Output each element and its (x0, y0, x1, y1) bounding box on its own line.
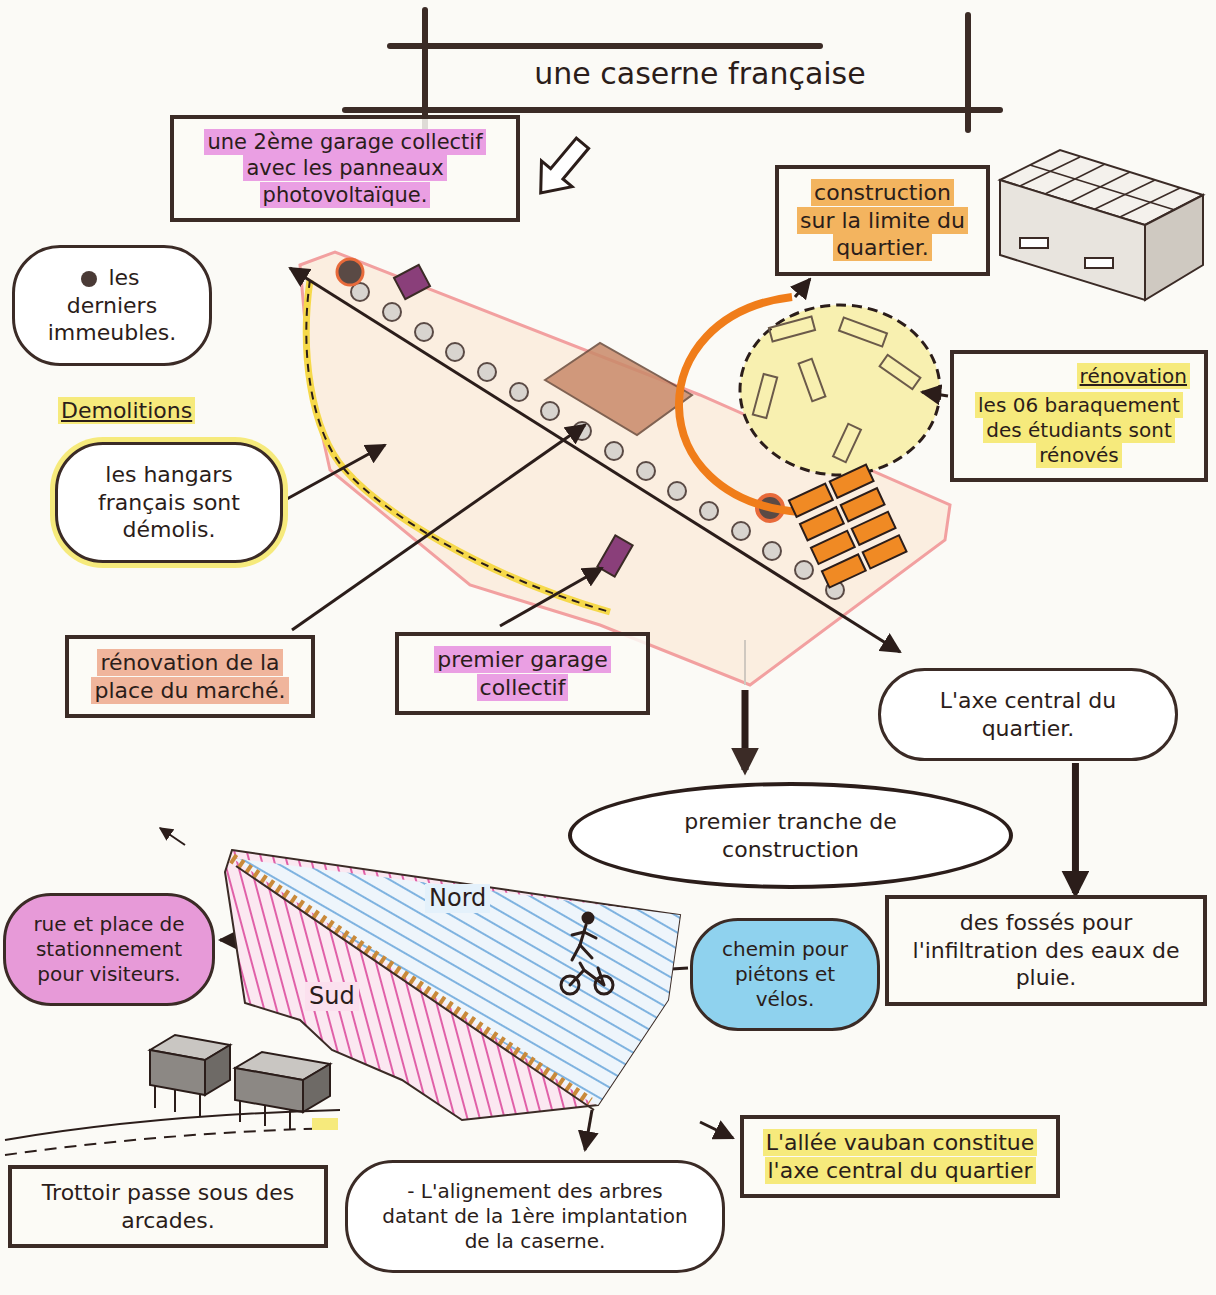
garage-note: une 2ème garage collectif avec les panne… (170, 115, 520, 222)
axis-cloud: L'axe central du quartier. (878, 668, 1178, 761)
demolition-cloud: Demolitionsles hangars français sont dém… (55, 442, 283, 563)
node-text: chemin pour piétons et vélos. (717, 937, 853, 1012)
boundary-dash (306, 280, 610, 612)
connector-arrow (1072, 763, 1079, 893)
parking-cloud: rue et place de stationnement pour visit… (3, 893, 215, 1006)
node-text: premier tranche de construction (612, 808, 969, 863)
node-text: les derniers immeubles. (39, 264, 185, 347)
tree-alignment-line (236, 866, 594, 1110)
node-text: des fossés pour l'infiltration des eaux … (903, 909, 1189, 992)
node-text: construction sur la limite du quartier. (793, 179, 972, 262)
pedestrian-bike-icon (561, 913, 613, 994)
sidewalk-patch (312, 1118, 338, 1130)
ditch-box: des fossés pour l'infiltration des eaux … (885, 895, 1207, 1006)
garage-symbol (394, 265, 430, 299)
label-text: L'axe central du quartier. (937, 687, 1119, 742)
barracks-area (740, 305, 940, 475)
barracks-symbols (753, 317, 921, 463)
label-text: des fossés pour l'infiltration des eaux … (910, 909, 1183, 991)
phase-ellipse: premier tranche de construction (568, 782, 1013, 889)
path-cloud: chemin pour piétons et vélos. (690, 918, 880, 1031)
boundary-line (306, 280, 610, 612)
node-text: les hangars français sont démolis. (82, 461, 256, 544)
orientation-label: Nord (425, 884, 490, 913)
street-north (232, 858, 680, 1105)
label-text: - L'alignement des arbres datant de la 1… (379, 1178, 691, 1254)
node-text: - L'alignement des arbres datant de la 1… (372, 1179, 698, 1254)
label-text: les 06 baraquement des étudiants sont ré… (975, 392, 1183, 468)
building-dot (81, 271, 97, 287)
garage-box: premier garage collectif (395, 632, 650, 715)
label-text: rénovation de la place du marché. (91, 649, 288, 704)
heading-text: Demolitions (58, 397, 195, 424)
renovation-box: rénovation les 06 baraquement des étudian… (950, 350, 1208, 482)
node-text: L'axe central du quartier. (905, 687, 1151, 742)
hollow-arrow (525, 130, 597, 206)
label-text: une 2ème garage collectif avec les panne… (204, 129, 485, 208)
node-heading: rénovation (968, 364, 1190, 389)
node-heading: Demolitions (58, 397, 195, 425)
central-axis (290, 268, 900, 652)
solar-building (1000, 150, 1203, 300)
sidewalk-box: Trottoir passe sous des arcades. (8, 1165, 328, 1248)
node-text: une 2ème garage collectif avec les panne… (188, 129, 502, 208)
road-marking (5, 1128, 340, 1155)
trees-cloud: - L'alignement des arbres datant de la 1… (345, 1160, 725, 1273)
parcel-line (744, 640, 746, 685)
node-text: rue et place de stationnement pour visit… (30, 912, 188, 987)
garage-symbol (597, 535, 632, 576)
node-text: Trottoir passe sous des arcades. (26, 1179, 310, 1234)
node-text: rénovation de la place du marché. (83, 649, 297, 704)
label-text: les hangars français sont démolis. (95, 461, 243, 543)
heading-text: rénovation (1077, 363, 1190, 389)
building-dot (337, 259, 363, 285)
label-text: Trottoir passe sous des arcades. (39, 1179, 297, 1234)
label-text: les derniers immeubles. (45, 264, 180, 346)
new-buildings (789, 465, 907, 588)
node-text: premier garage collectif (413, 646, 632, 701)
road-edge (5, 1110, 340, 1140)
label-text: L'allée vauban constitue l'axe central d… (763, 1129, 1038, 1184)
label-text: premier tranche de construction (681, 808, 899, 863)
market-box: rénovation de la place du marché. (65, 635, 315, 718)
buildings-cloud: les derniers immeubles. (12, 245, 212, 366)
arcade-buildings (150, 1035, 330, 1130)
site-parcel (300, 252, 950, 685)
label-text: chemin pour piétons et vélos. (719, 936, 851, 1012)
market-square (545, 343, 692, 435)
label-text: construction sur la limite du quartier. (797, 179, 968, 261)
diagram-title: une caserne française (440, 56, 960, 92)
label-text: rue et place de stationnement pour visit… (30, 911, 187, 987)
avenue-box: L'allée vauban constitue l'axe central d… (740, 1115, 1060, 1198)
limit-note: construction sur la limite du quartier. (775, 165, 990, 276)
label-text: premier garage collectif (434, 646, 611, 701)
node-text: L'allée vauban constitue l'axe central d… (758, 1129, 1042, 1184)
tree-alignment (232, 858, 590, 1102)
orientation-label: Sud (305, 982, 359, 1011)
street-south (225, 850, 680, 1120)
node-text: les 06 baraquement des étudiants sont ré… (968, 393, 1190, 468)
